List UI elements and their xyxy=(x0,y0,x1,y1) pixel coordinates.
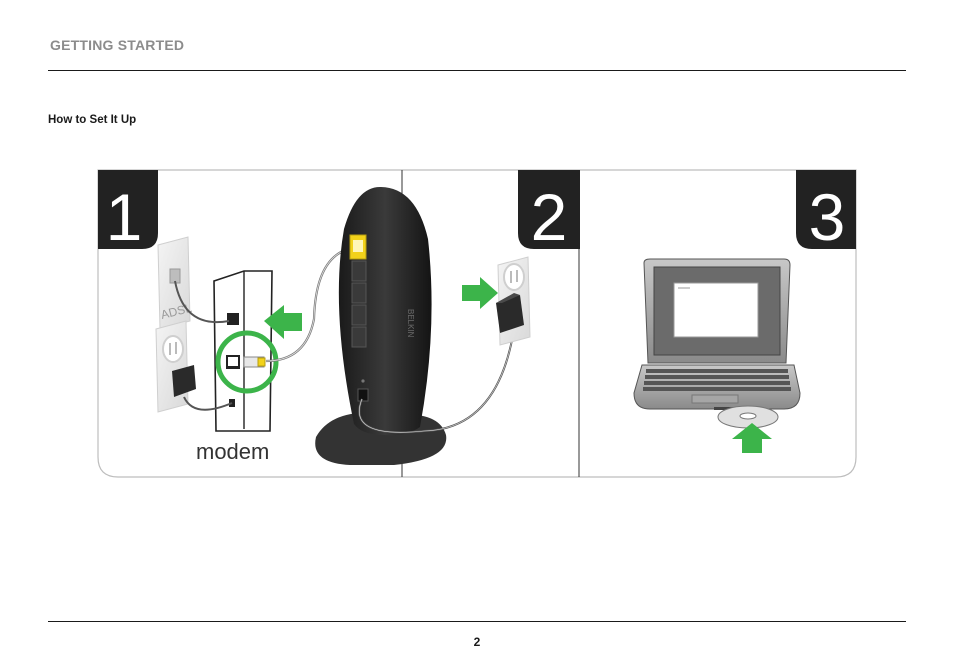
footer-divider xyxy=(48,621,906,622)
setup-illustration: 1 2 3 ADSL xyxy=(94,169,860,479)
step-1-number: 1 xyxy=(106,180,143,254)
modem-ethernet-plug xyxy=(244,357,265,367)
step-2-number: 2 xyxy=(531,180,568,254)
setup-window xyxy=(674,283,758,337)
page-number: 2 xyxy=(0,635,954,649)
modem-label: modem xyxy=(196,439,269,464)
step-3-badge: 3 xyxy=(796,170,856,254)
header-divider xyxy=(48,70,906,71)
router-brand: BELKIN xyxy=(406,309,415,338)
laptop-computer xyxy=(634,259,800,410)
section-header: GETTING STARTED xyxy=(50,37,184,53)
step-1-badge: 1 xyxy=(98,170,158,254)
page-subtitle: How to Set It Up xyxy=(48,114,136,126)
step-3-number: 3 xyxy=(809,180,846,254)
install-cd xyxy=(718,406,778,428)
step-2-badge: 2 xyxy=(518,170,580,254)
wall-outlet-1 xyxy=(156,321,188,412)
